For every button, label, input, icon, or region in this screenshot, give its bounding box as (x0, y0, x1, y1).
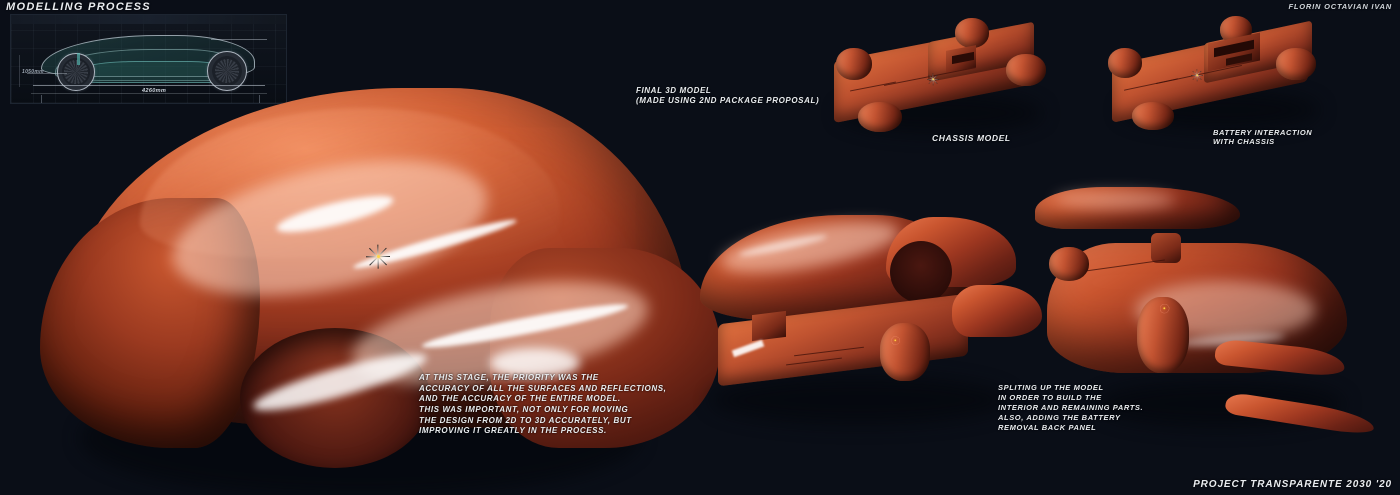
assembly-render (690, 205, 1050, 435)
page-title: MODELLING PROCESS (6, 1, 151, 13)
hero-highlight-rear (490, 348, 580, 378)
viewport-gizmo-icon (365, 243, 391, 269)
chassisB-gizmo-icon (1191, 69, 1204, 82)
chassisA-wheel-rear-left (836, 48, 872, 80)
exploded-gizmo-icon (1156, 300, 1172, 316)
process-body-text: AT THIS STAGE, THE PRIORITY WAS THE ACCU… (419, 373, 667, 436)
battery-interaction-render (1108, 10, 1338, 135)
battery-caption-line2: WITH CHASSIS (1213, 137, 1275, 147)
battery-caption-line1: BATTERY INTERACTION (1213, 128, 1313, 137)
final-model-caption: FINAL 3D MODEL (MADE USING 2ND PACKAGE P… (636, 86, 819, 106)
battery-interaction-caption: BATTERY INTERACTION WITH CHASSIS (1213, 128, 1312, 147)
final-model-caption-line1: FINAL 3D MODEL (636, 86, 712, 95)
chassis-model-caption: CHASSIS MODEL (932, 133, 1011, 143)
chassisA-wheel-front-right (1006, 54, 1046, 86)
author-credit: FLORIN OCTAVIAN IVAN (1288, 2, 1392, 11)
dimension-height-label: 1050mm (22, 69, 44, 75)
blueprint-rear-wheel (207, 51, 247, 91)
assembly-seat-block (752, 310, 786, 342)
dimension-length-label: 4260mm (142, 88, 167, 94)
blueprint-dim-tick-right (259, 95, 260, 103)
chassisB-wheel-front-right (1276, 48, 1316, 80)
blueprint-package-drawing: 1050mm (10, 14, 287, 104)
project-footer: PROJECT TRANSPARENTE 2030 '20 (1193, 478, 1392, 490)
blueprint-top-strip (11, 15, 286, 24)
blueprint-teal-marker (77, 53, 80, 65)
chassisB-wheel-rear-left (1108, 48, 1142, 78)
blueprint-front-wheel (57, 53, 95, 91)
assembly-shadow (710, 375, 1010, 425)
chassisA-gizmo-icon (927, 73, 940, 86)
blueprint-front-splitter-line (27, 73, 67, 74)
exploded-roof-panel (1035, 187, 1240, 229)
exploded-roof-glow (1055, 191, 1175, 209)
assembly-rear-fender (952, 285, 1042, 337)
blueprint-ground-line (33, 85, 265, 86)
final-model-caption-line2: (MADE USING 2ND PACKAGE PROPOSAL) (636, 96, 820, 105)
assembly-gizmo-icon (888, 333, 902, 347)
blueprint-height-axis (19, 55, 20, 87)
hero-render-final-model (20, 78, 720, 495)
chassisA-wheel-rear-right (955, 18, 989, 48)
chassis-model-render (828, 14, 1058, 139)
blueprint-dim-tick-left (41, 95, 42, 103)
assembly-wheel-front (880, 323, 930, 381)
exploded-battery-module (1151, 233, 1181, 263)
splitting-model-caption: SPLITING UP THE MODEL IN ORDER TO BUILD … (998, 383, 1144, 432)
exploded-wheel-rear-left (1049, 247, 1089, 281)
blueprint-base-line (31, 93, 267, 94)
chassisB-wheel-front-left (1132, 102, 1174, 130)
blueprint-rear-wing-line (211, 39, 267, 40)
chassisA-wheel-front-left (858, 102, 902, 132)
exploded-parts-render (1025, 185, 1400, 450)
assembly-cockpit-opening (890, 241, 952, 303)
